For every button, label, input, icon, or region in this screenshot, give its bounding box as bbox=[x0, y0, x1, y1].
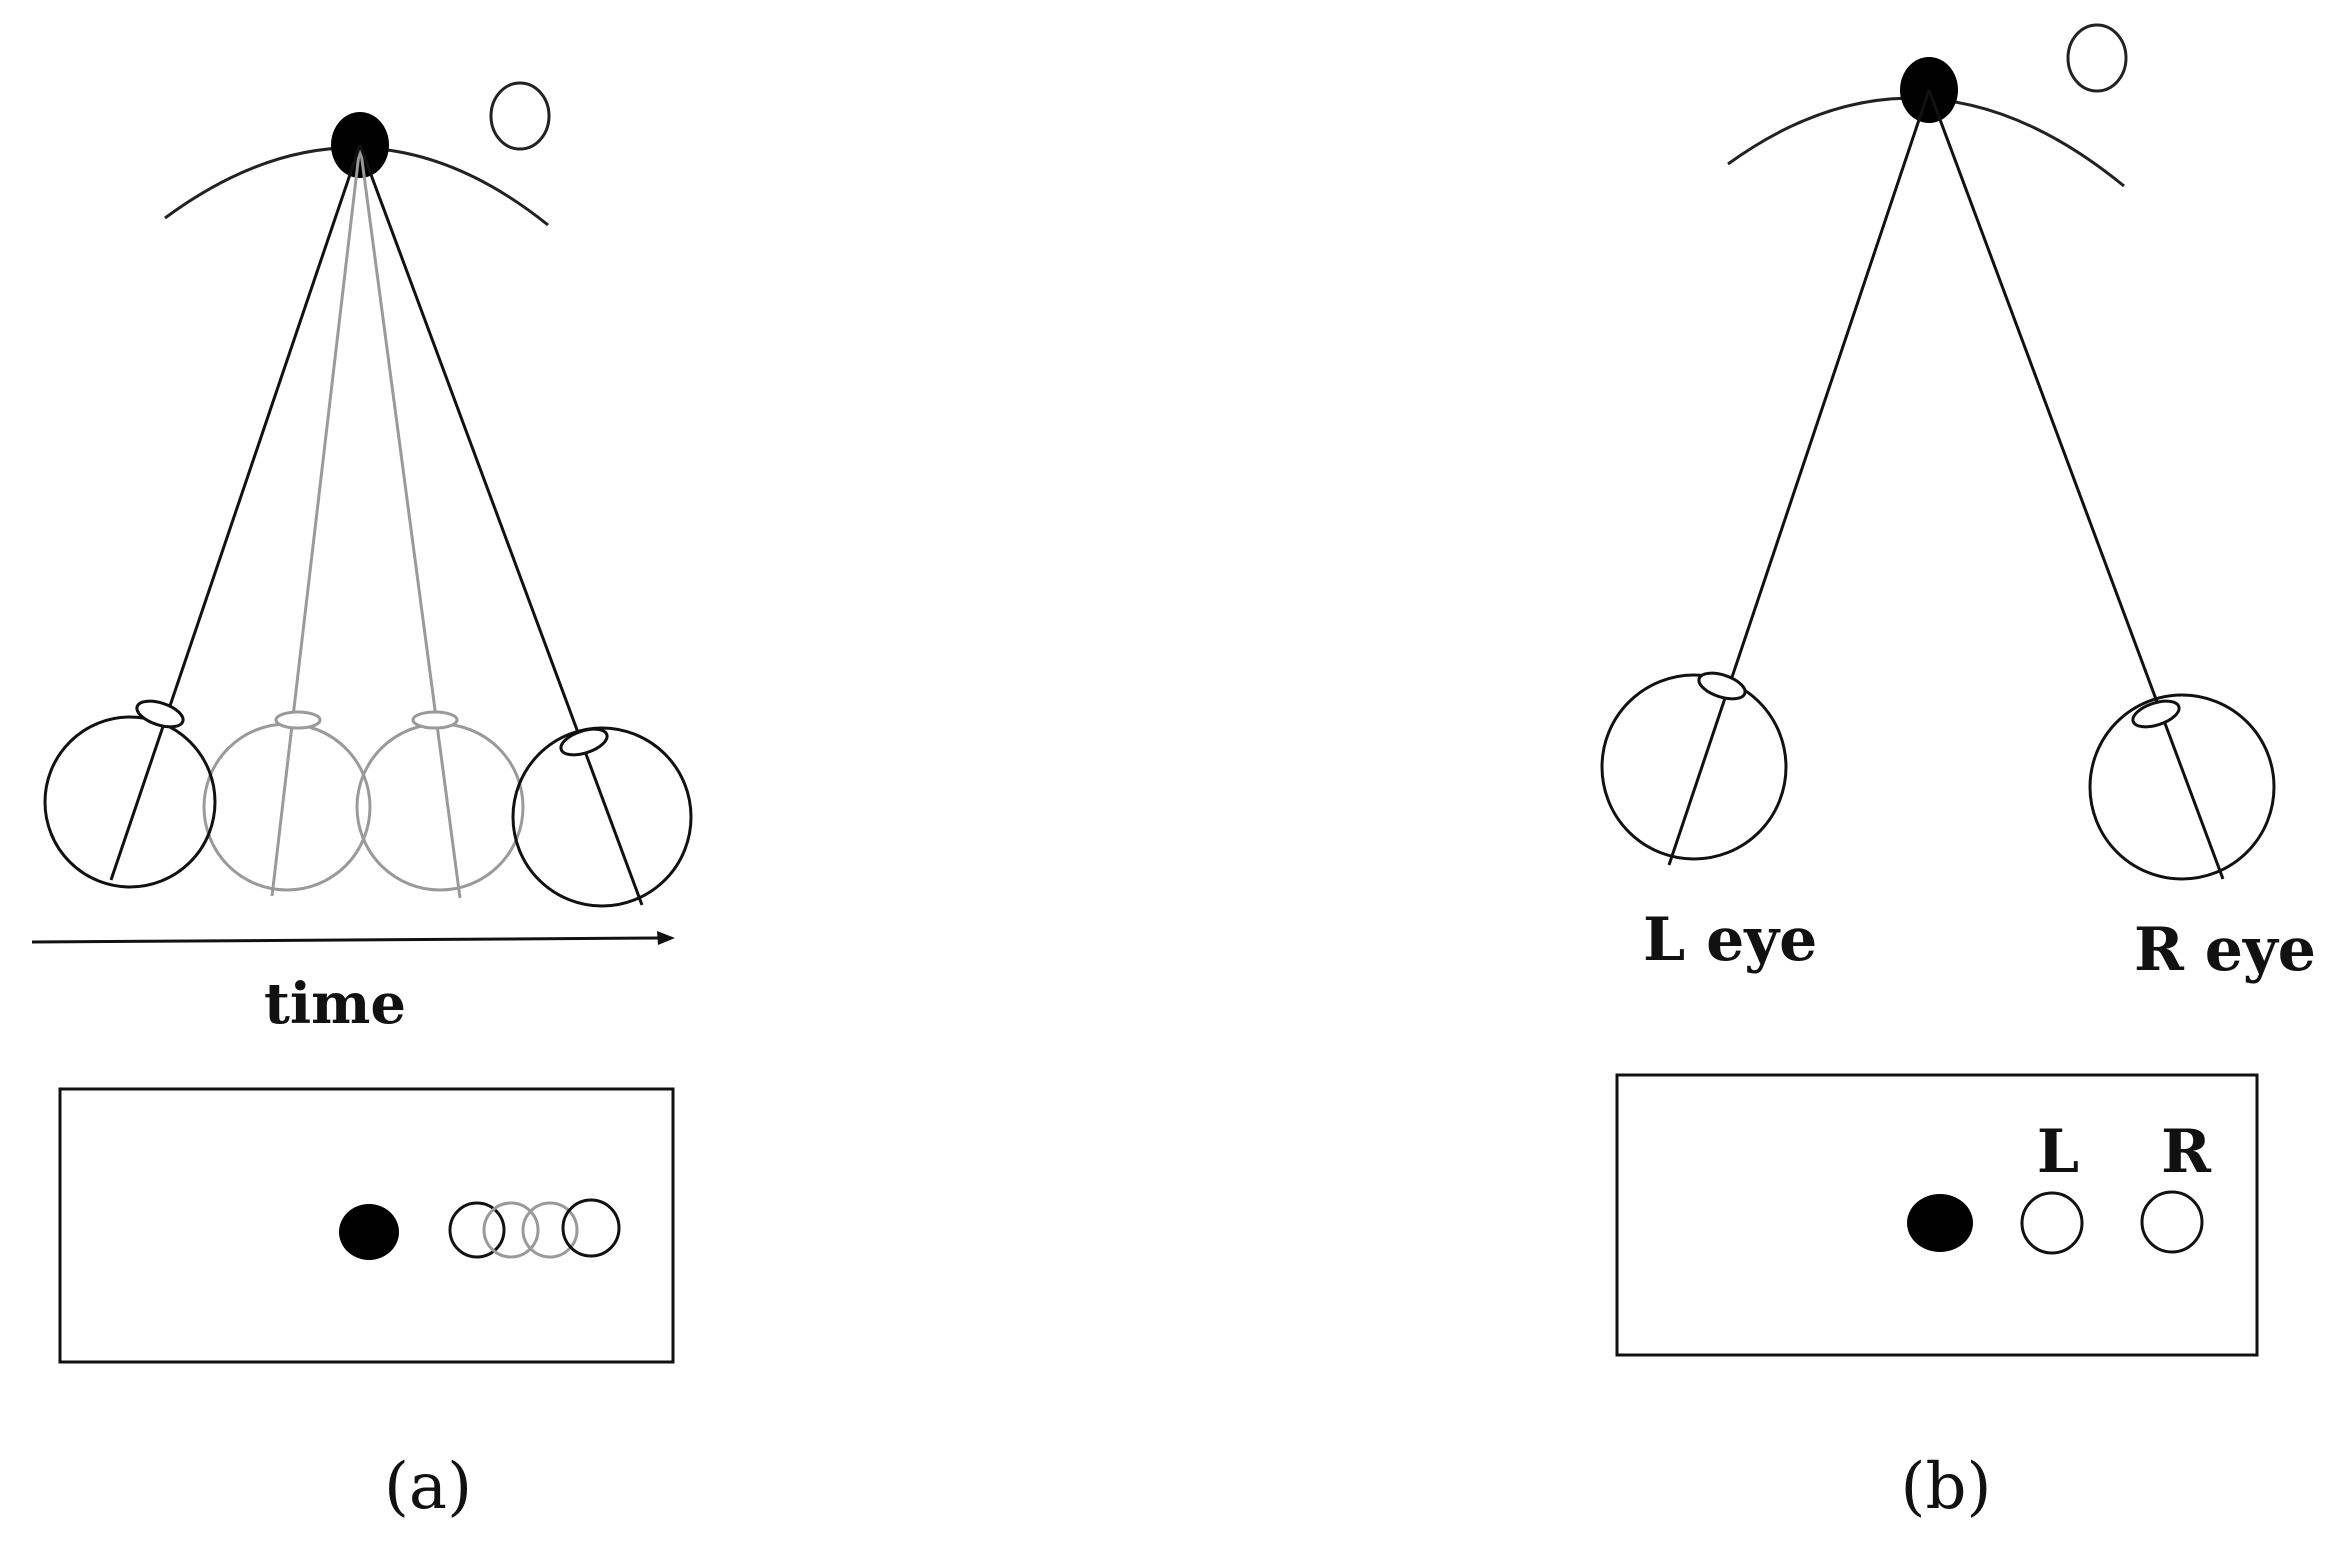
pupil-right-a bbox=[559, 727, 609, 757]
box-fixation-a bbox=[339, 1204, 399, 1260]
caption-b: (b) bbox=[1901, 1450, 1992, 1524]
pupil-gray-2 bbox=[411, 710, 459, 730]
box-fixation-b bbox=[1907, 1194, 1973, 1252]
gaze-line-left bbox=[109, 144, 362, 881]
box-target-4 bbox=[561, 1198, 621, 1258]
view-box-a bbox=[58, 1087, 675, 1364]
caption-a: (a) bbox=[384, 1450, 472, 1524]
box-right-target bbox=[2140, 1190, 2204, 1254]
time-axis-arrowhead bbox=[657, 931, 675, 945]
time-axis bbox=[31, 936, 661, 944]
left-eye-label: L eye bbox=[1643, 905, 1817, 975]
right-pupil-b bbox=[2131, 699, 2181, 729]
eye-right-a bbox=[511, 726, 693, 908]
moving-target-b bbox=[2066, 23, 2128, 93]
box-target-3 bbox=[521, 1201, 579, 1259]
panel-a: time (a) bbox=[31, 81, 693, 1524]
box-right-label: R bbox=[2161, 1117, 2212, 1187]
right-eye-label: R eye bbox=[2134, 915, 2316, 985]
left-pupil-b bbox=[1697, 671, 1747, 701]
gaze-line-gray-2 bbox=[358, 144, 462, 899]
right-eye-b bbox=[2088, 693, 2276, 881]
eye-left-a bbox=[43, 715, 217, 889]
gaze-line-right bbox=[358, 144, 644, 906]
left-eye-b bbox=[1600, 673, 1788, 861]
box-target-1 bbox=[448, 1201, 506, 1259]
gaze-line-right-eye bbox=[1927, 89, 2225, 880]
panel-b: L eye R eye L R (b) bbox=[1600, 23, 2316, 1524]
eye-gray-1 bbox=[202, 722, 372, 892]
moving-target-a bbox=[489, 81, 551, 151]
view-box-b bbox=[1615, 1073, 2259, 1357]
gaze-line-gray-1 bbox=[270, 144, 362, 897]
gaze-line-left-eye bbox=[1667, 89, 1931, 866]
time-label: time bbox=[264, 971, 406, 1037]
box-left-target bbox=[2020, 1191, 2084, 1255]
box-target-2 bbox=[482, 1201, 540, 1259]
box-left-label: L bbox=[2037, 1117, 2079, 1187]
pupil-gray-1 bbox=[274, 710, 322, 730]
pupil-left-a bbox=[135, 699, 185, 729]
